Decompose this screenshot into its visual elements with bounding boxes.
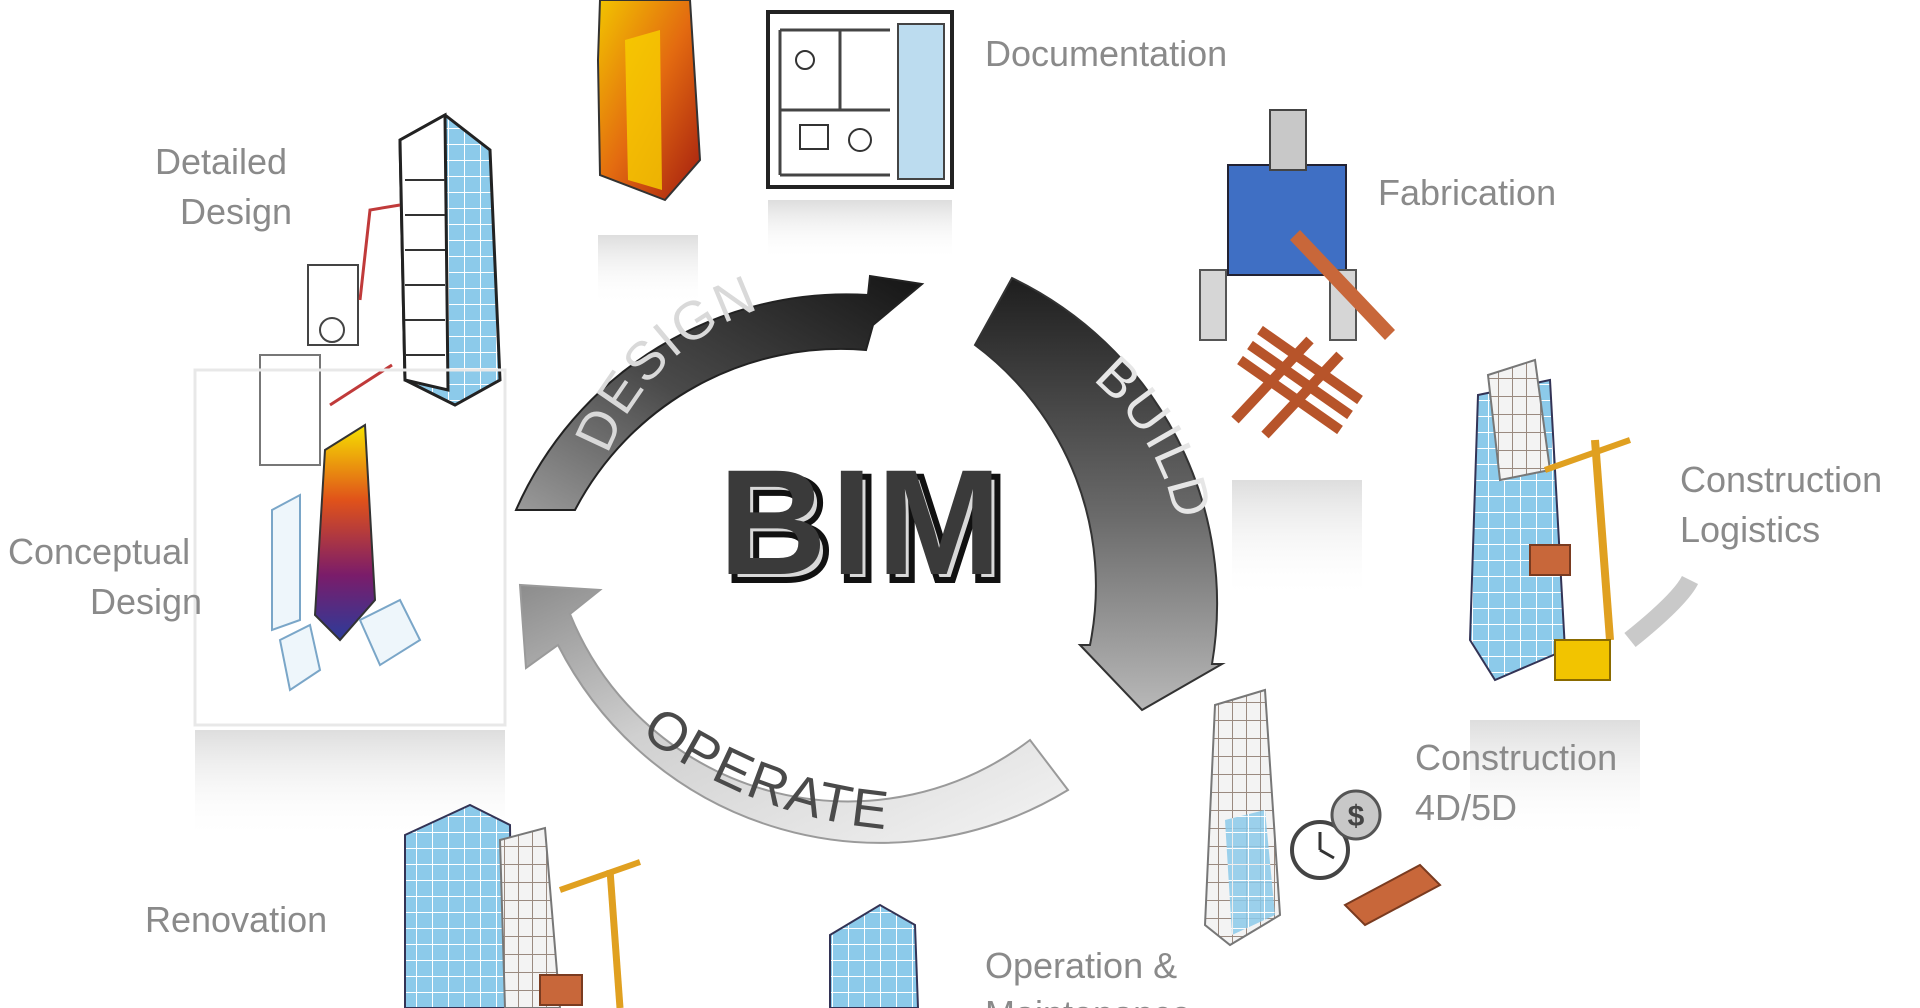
construction-4d5d-label-line1: Construction <box>1415 737 1617 778</box>
conceptual-design-illustration <box>193 368 507 840</box>
construction-logistics-label-line1: Construction <box>1680 459 1882 500</box>
documentation-illustration <box>766 10 954 260</box>
operation-maintenance-label-line1: Operation & <box>985 945 1177 986</box>
operate-arrow <box>518 583 1070 844</box>
conceptual-design-label-line2: Design <box>90 581 202 622</box>
renovation-illustration <box>404 803 641 1008</box>
conceptual-design-label-line1: Conceptual <box>8 531 190 572</box>
operation-maintenance-label-line2: Maintenance <box>985 993 1191 1008</box>
stage-labels: Documentation Fabrication Detailed Desig… <box>8 33 1882 1008</box>
documentation-label: Documentation <box>985 33 1227 74</box>
construction-logistics-label-line2: Logistics <box>1680 509 1820 550</box>
construction-4d5d-illustration: $ <box>1203 688 1442 947</box>
fabrication-illustration <box>1199 109 1395 600</box>
build-arrow <box>973 276 1226 712</box>
detailed-design-label-line2: Design <box>180 191 292 232</box>
fabrication-label: Fabrication <box>1378 172 1556 213</box>
operation-maintenance-illustration <box>829 903 920 1008</box>
design-arrow <box>514 274 925 511</box>
detailed-design-illustration <box>259 112 502 466</box>
detailed-design-label-line1: Detailed <box>155 141 287 182</box>
bim-title: BIM BIM <box>719 438 1012 615</box>
svg-text:$: $ <box>1348 800 1365 833</box>
bim-title-outline: BIM <box>725 444 1012 612</box>
renovation-label: Renovation <box>145 899 327 940</box>
bim-title-face: BIM <box>719 438 1006 606</box>
analysis-tower-illustration <box>596 0 702 305</box>
construction-4d5d-label-line2: 4D/5D <box>1415 787 1517 828</box>
construction-logistics-illustration <box>1468 358 1699 840</box>
